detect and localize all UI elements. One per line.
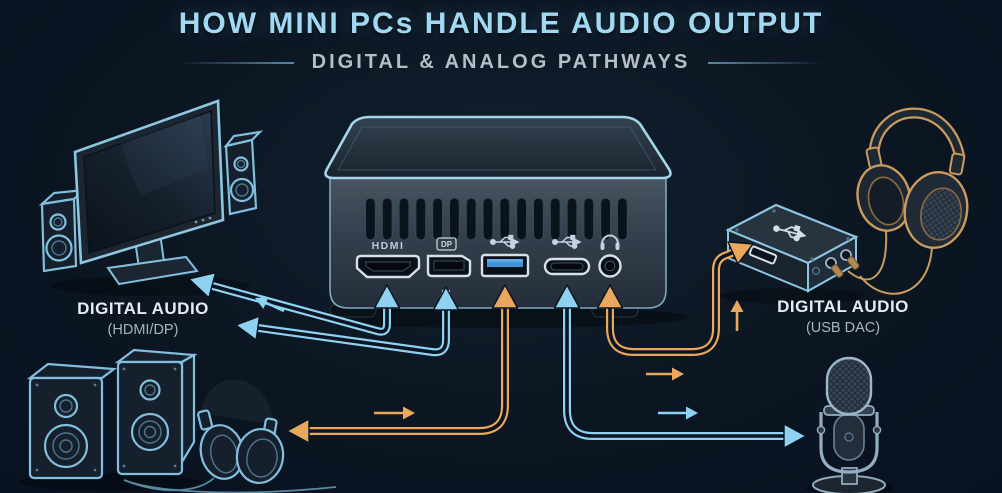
pc-vents (362, 197, 632, 241)
pc-ports: HDMI DP (355, 234, 622, 279)
mic-body (833, 413, 865, 461)
mic-capsule (825, 356, 873, 416)
usb-trident-icon (551, 234, 582, 249)
dac-label-line1: DIGITAL AUDIO (777, 297, 909, 316)
monitor-buttons (194, 216, 212, 224)
subtitle-divider-right (708, 61, 825, 64)
flow-direction-marker-dac-vertical (730, 300, 744, 331)
flow-dp-to-tv (235, 287, 460, 352)
analog-headphones (197, 379, 285, 485)
headphone-cables (847, 229, 933, 295)
microphone-group (812, 356, 886, 493)
dac-jack-small (811, 266, 821, 276)
analog-speaker-right (114, 348, 198, 476)
flow-direction-marker-microphone (658, 406, 698, 420)
dac-screws (735, 209, 850, 261)
flow-direction-marker-speakers (374, 406, 415, 420)
mic-yoke (819, 412, 879, 474)
subtitle-row: DIGITAL & ANALOG PATHWAYS (0, 51, 1002, 74)
flow-direction-marker-tv (255, 296, 285, 313)
analog-speaker-left (26, 362, 118, 480)
tv-label-line2: (HDMI/DP) (108, 322, 179, 338)
mini-pc: HDMI DP (324, 115, 672, 318)
dp-port-label: DP (441, 240, 453, 249)
monitor (73, 99, 225, 286)
speaker-left-of-tv (38, 188, 88, 273)
page-subtitle: DIGITAL & ANALOG PATHWAYS (311, 51, 691, 73)
plug-right (846, 256, 860, 270)
plug-left (830, 264, 844, 278)
page-title: HOW MINI PCs HANDLE AUDIO OUTPUT (178, 7, 824, 40)
flow-usbc-to-microphone (553, 284, 807, 449)
hdmi-port-label: HDMI (372, 240, 405, 252)
tv-label-line1: DIGITAL AUDIO (77, 299, 209, 318)
speaker-right-of-tv (223, 130, 264, 216)
usb-trident-icon (489, 234, 520, 249)
pc-top-face (324, 115, 672, 180)
dp-badge-icon (436, 237, 457, 251)
dac-usb-input-port (748, 245, 778, 265)
flow-hdmi-to-tv (188, 271, 401, 331)
analog-speakers-headphones-group (26, 348, 337, 493)
dac-label-line2: (USB DAC) (806, 320, 880, 336)
subtitle-divider-left (177, 61, 294, 64)
flow-direction-marker-dac-horizontal (646, 367, 684, 381)
headphone-cable (123, 477, 337, 493)
flow-jack-to-dac (596, 241, 754, 352)
wired-headphones (856, 107, 969, 250)
tv-speakers-group: DIGITAL AUDIO (HDMI/DP) (38, 99, 264, 338)
flow-usba-to-speakers (286, 284, 519, 444)
usb-logo-icon (773, 224, 807, 242)
headphones-icon (600, 234, 620, 250)
flows (188, 241, 807, 449)
